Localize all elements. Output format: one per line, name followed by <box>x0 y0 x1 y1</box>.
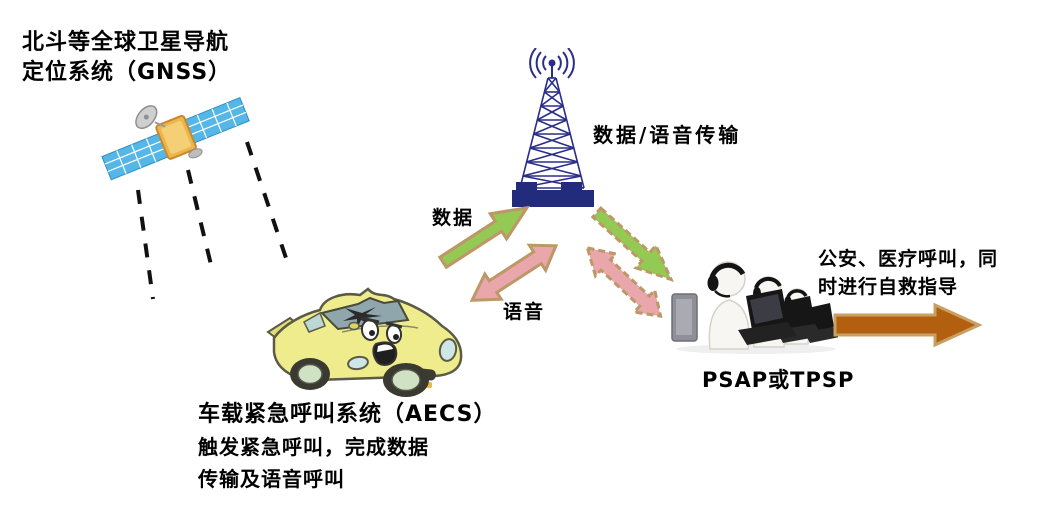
cell-tower-icon <box>512 48 594 207</box>
data-downlink-dashed-arrow <box>590 205 674 282</box>
gnss-signal-dashed-lines <box>136 141 289 300</box>
outcome-line1: 公安、医疗呼叫，同 <box>818 248 999 270</box>
aecs-label: 车载紧急呼叫系统（AECS） 触发紧急呼叫，完成数据 传输及语音呼叫 <box>198 399 496 495</box>
outcome-line2: 时进行自救指导 <box>818 276 959 298</box>
data-label: 数据 <box>432 207 475 229</box>
call-center-icon <box>671 261 838 354</box>
gnss-label: 北斗等全球卫星导航 定位系统（GNSS） <box>22 28 231 88</box>
outcome-arrow <box>833 303 983 347</box>
gnss-label-line1: 北斗等全球卫星导航 <box>22 30 230 55</box>
aecs-title: 车载紧急呼叫系统（AECS） <box>198 402 497 427</box>
satellite-icon <box>101 96 250 181</box>
aecs-desc-line1: 触发紧急呼叫，完成数据 <box>198 435 429 459</box>
voice-label: 语音 <box>503 301 546 323</box>
psap-label: PSAP或TPSP <box>702 368 855 392</box>
transmission-label: 数据/语音传输 <box>593 123 742 147</box>
voice-duplex-arrow <box>469 243 559 302</box>
outcome-label: 公安、医疗呼叫，同 时进行自救指导 <box>818 245 998 301</box>
voice-duplex-dashed-arrow <box>585 245 663 318</box>
gnss-label-line2: 定位系统（GNSS） <box>22 60 232 85</box>
data-uplink-arrow <box>437 205 531 270</box>
aecs-desc-line2: 传输及语音呼叫 <box>198 467 345 491</box>
crashed-car-icon <box>266 287 463 397</box>
